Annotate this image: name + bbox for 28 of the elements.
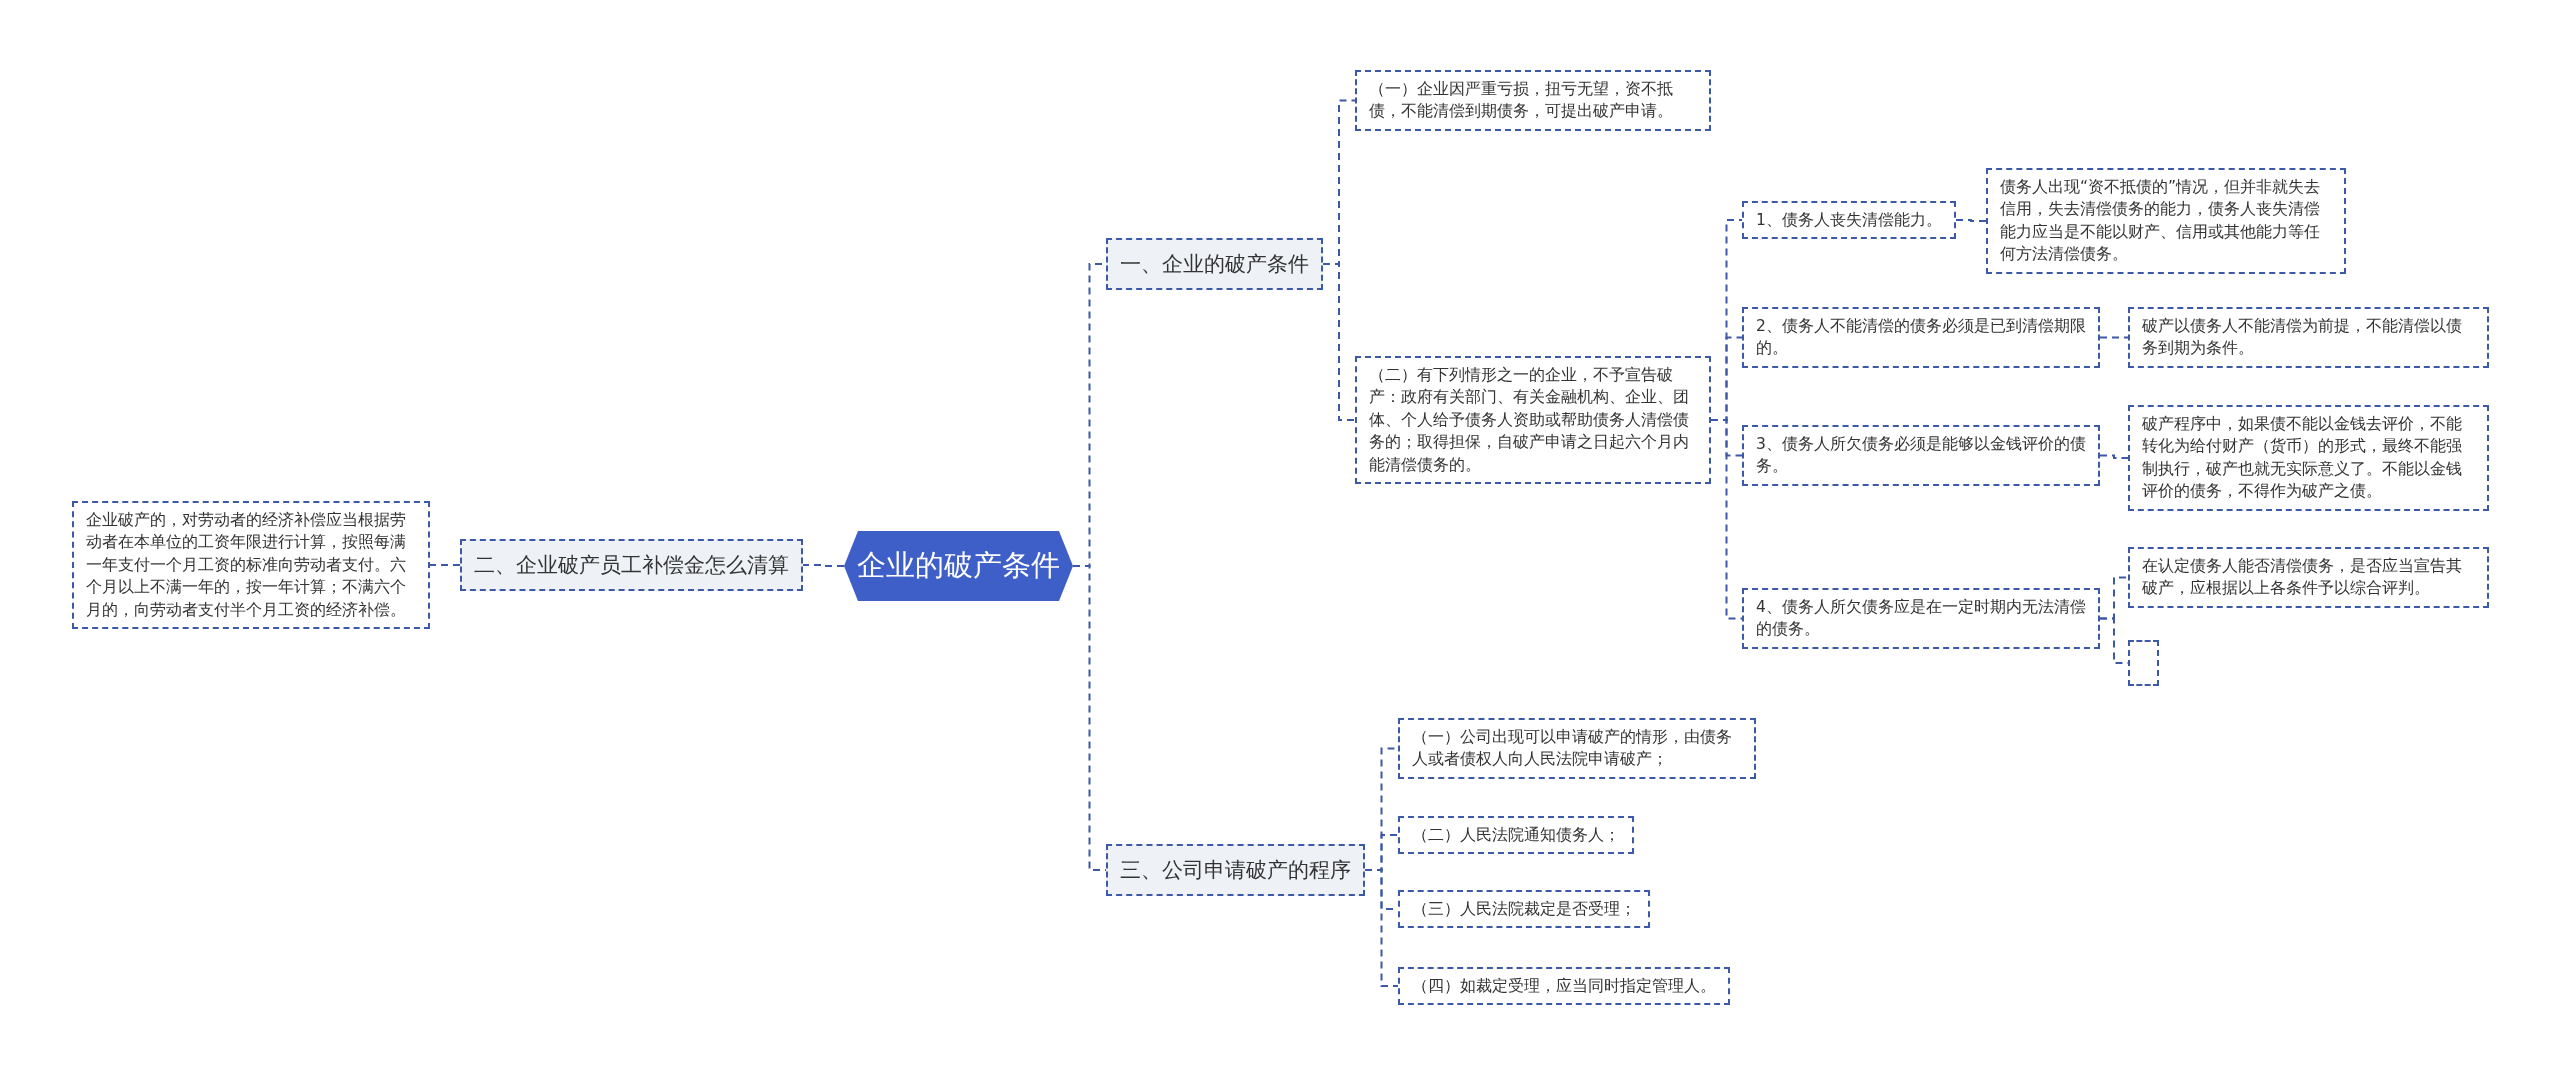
empty-box bbox=[2128, 640, 2159, 686]
connector-line bbox=[2099, 336, 2129, 339]
connector-line bbox=[429, 564, 461, 566]
subtopic-box: （四）如裁定受理，应当同时指定管理人。 bbox=[1398, 967, 1730, 1006]
subtopic-box: 在认定债务人能否清偿债务，是否应当宣告其破产，应根据以上各条件予以综合评判。 bbox=[2128, 547, 2489, 608]
topic-box: 一、企业的破产条件 bbox=[1106, 238, 1323, 290]
subtopic-box: 破产程序中，如果债不能以金钱去评价，不能转化为给付财产（货币）的形式，最终不能强制执行，破产也就无实际意义了。不能以金钱评价的债务，不得作为破产之债。 bbox=[2128, 405, 2489, 511]
subtopic-box: 企业破产的，对劳动者的经济补偿应当根据劳动者在本单位的工资年限进行计算，按照每满一年支付一个月工资的标准向劳动者支付。六个月以上不满一年的，按一年计算；不满六个月的，向劳动者支付半个月工资的经济补偿。 bbox=[72, 501, 430, 630]
subtopic-box: 3、债务人所欠债务必须是能够以金钱评价的债务。 bbox=[1742, 425, 2100, 486]
topic-box: 三、公司申请破产的程序 bbox=[1106, 844, 1365, 896]
subtopic-box: 债务人出现“资不抵债的”情况，但并非就失去信用，失去清偿债务的能力，债务人丧失清偿能力应当是不能以财产、信用或其他能力等任何方法清偿债务。 bbox=[1986, 168, 2346, 274]
connector-line bbox=[1955, 219, 1987, 222]
subtopic-box: 4、债务人所欠债务应是在一定时期内无法清偿的债务。 bbox=[1742, 588, 2100, 649]
central-topic: 企业的破产条件 bbox=[844, 531, 1073, 601]
subtopic-box: （二）人民法院通知债务人； bbox=[1398, 816, 1634, 855]
subtopic-box: （一）公司出现可以申请破产的情形，由债务人或者债权人向人民法院申请破产； bbox=[1398, 718, 1756, 779]
subtopic-box: 2、债务人不能清偿的债务必须是已到清偿期限的。 bbox=[1742, 307, 2100, 368]
subtopic-box: （二）有下列情形之一的企业，不予宣告破产：政府有关部门、有关金融机构、企业、团体、个人给予债务人资助或帮助债务人清偿债务的；取得担保，自破产申请之日起六个月内能清偿债务的。 bbox=[1355, 356, 1711, 485]
subtopic-box: （一）企业因严重亏损，扭亏无望，资不抵债，不能清偿到期债务，可提出破产申请。 bbox=[1355, 70, 1711, 131]
connector-line bbox=[802, 564, 845, 567]
subtopic-box: 破产以债务人不能清偿为前提，不能清偿以债务到期为条件。 bbox=[2128, 307, 2489, 368]
connector-line bbox=[1364, 869, 1399, 987]
connector-line bbox=[1710, 419, 1743, 620]
topic-box: 二、企业破产员工补偿金怎么清算 bbox=[460, 539, 803, 591]
subtopic-box: （三）人民法院裁定是否受理； bbox=[1398, 890, 1650, 929]
connector-line bbox=[1322, 263, 1356, 421]
subtopic-box: 1、债务人丧失清偿能力。 bbox=[1742, 201, 1956, 240]
connector-line bbox=[2099, 454, 2129, 459]
